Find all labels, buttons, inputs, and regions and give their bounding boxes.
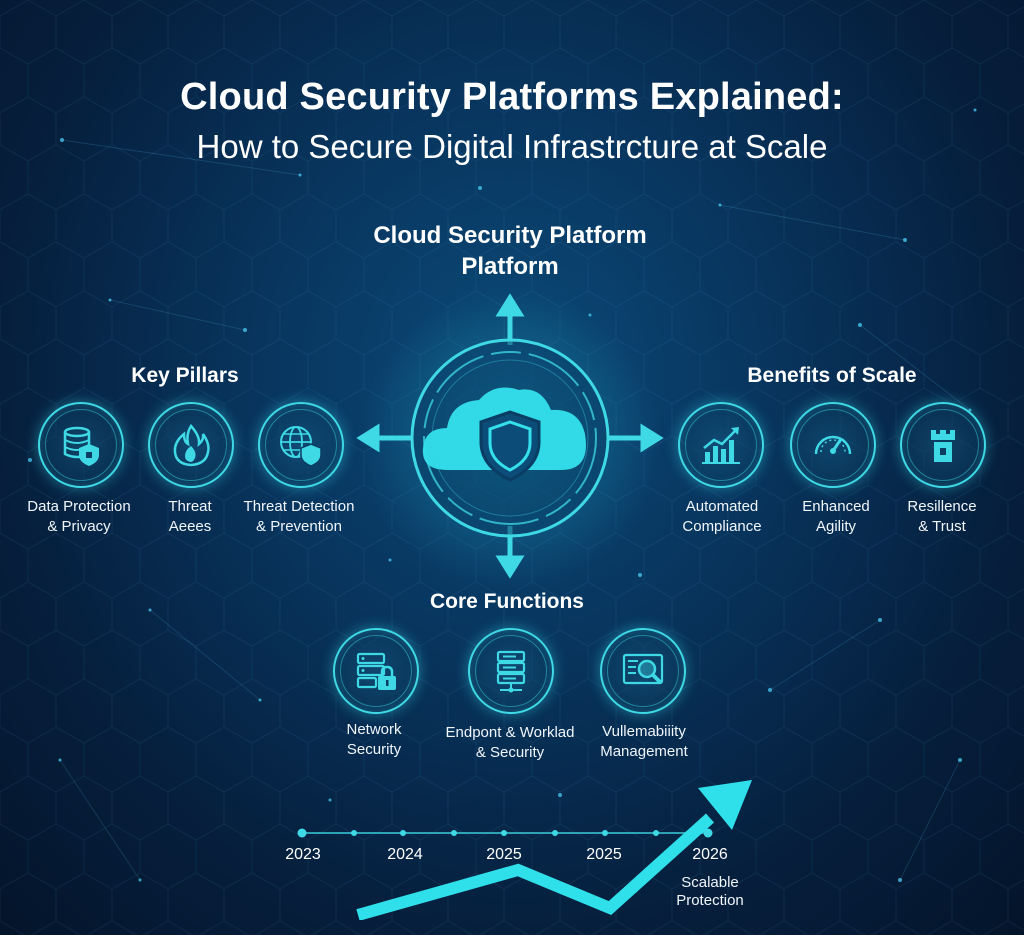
function-network-label: Network Security — [346, 721, 402, 758]
castle-tower-icon — [931, 430, 955, 462]
timeline-dot — [602, 830, 608, 836]
page-title: Cloud Security Platforms Explained: — [180, 76, 844, 118]
platform-title: Cloud Security Platform Platform — [320, 220, 700, 282]
benefit-compliance-label: Automated Compliance — [682, 498, 762, 535]
timeline-dot — [501, 830, 507, 836]
timeline-year: 2025 — [586, 846, 622, 863]
timeline-dot — [297, 828, 307, 838]
timeline-dot — [351, 830, 357, 836]
benefit-agility-icon — [790, 402, 876, 488]
pillar-data-protection-icon — [38, 402, 124, 488]
arrow-left-icon — [356, 423, 380, 453]
cloud-shield-icon — [422, 387, 586, 482]
pillar-threat-label: Threat Aeees — [168, 498, 212, 535]
pillar-threat-detection-label: Threat Detection & Prevention — [243, 498, 355, 535]
core-functions-title: Core Functions — [429, 590, 584, 613]
timeline-dot — [653, 830, 659, 836]
speedometer-icon — [814, 435, 852, 455]
arrow-up-icon — [495, 293, 525, 317]
growth-chart-icon — [702, 427, 740, 464]
page-subtitle: How to Secure Digital Infrastrcture at S… — [196, 128, 828, 165]
benefit-resilience-label: Resillence & Trust — [907, 498, 977, 535]
benefit-compliance-icon — [678, 402, 764, 488]
pillar-threat-detection-icon — [258, 402, 344, 488]
timeline-year: 2023 — [285, 846, 321, 863]
benefits-title: Benefits of Scale — [747, 364, 917, 387]
benefit-resilience-icon — [900, 402, 986, 488]
function-vulnerability-label: Vullemabiiity Management — [600, 723, 688, 760]
timeline-year: 2024 — [387, 846, 423, 863]
server-lock-icon — [356, 652, 396, 690]
hub-inner-ring — [423, 351, 597, 525]
magnifier-screen-icon — [622, 653, 664, 685]
globe-shield-icon — [280, 426, 322, 467]
timeline-caption: Scalable Protection — [676, 874, 744, 909]
pillar-data-protection-label: Data Protection & Privacy — [27, 498, 131, 535]
platform-hub — [356, 293, 664, 579]
key-pillars-title: Key Pillars — [131, 364, 239, 387]
arrow-down-icon — [495, 555, 525, 579]
function-network-icon — [333, 628, 419, 714]
function-endpoint-icon — [468, 628, 554, 714]
database-shield-icon — [63, 426, 99, 466]
server-rack-icon — [496, 650, 526, 693]
timeline-dot — [400, 830, 406, 836]
pillar-threat-icon — [148, 402, 234, 488]
flame-icon — [173, 423, 210, 467]
function-vulnerability-icon — [600, 628, 686, 714]
platform-title-line1: Cloud Security Platform — [373, 222, 647, 249]
arrow-right-icon — [640, 423, 664, 453]
growth-arrow-icon — [356, 780, 752, 920]
function-endpoint-label: Endpont & Worklad & Security — [445, 724, 575, 761]
timeline-year: 2025 — [486, 846, 522, 863]
timeline-graphic — [297, 780, 752, 920]
benefit-agility-label: Enhanced Agility — [802, 498, 870, 535]
timeline-year: 2026 — [692, 846, 728, 863]
timeline-dot — [552, 830, 558, 836]
timeline-dot — [703, 828, 713, 838]
platform-title-line2: Platform — [461, 253, 559, 280]
timeline-dot — [451, 830, 457, 836]
